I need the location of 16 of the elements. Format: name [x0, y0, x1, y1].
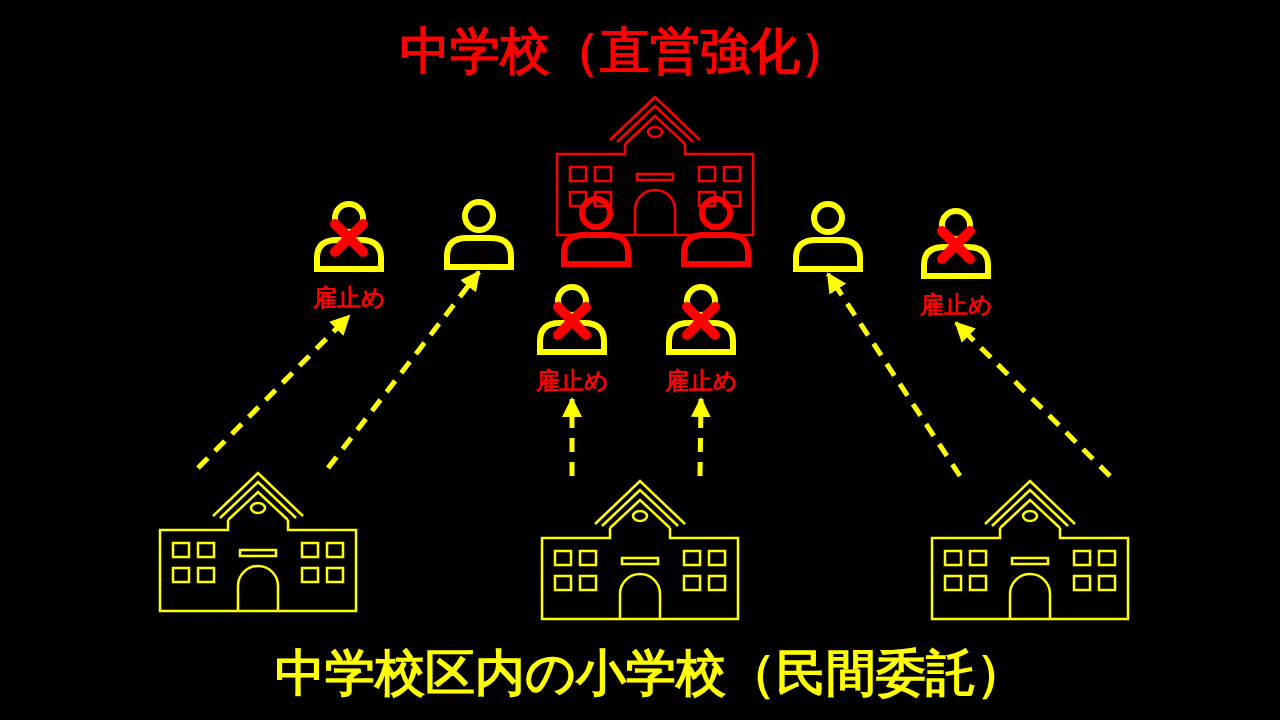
status-label: 雇止め	[918, 290, 994, 321]
title: 中学校（直営強化）	[399, 21, 851, 82]
dashed-arrow	[954, 321, 1112, 478]
person-icon	[443, 198, 515, 270]
dashed-arrow	[562, 397, 582, 476]
caption: 中学校区内の小学校（民間委託）	[273, 643, 1027, 704]
dashed-arrow	[326, 270, 481, 470]
status-label: 雇止め	[534, 366, 610, 397]
status-label: 雇止め	[663, 366, 739, 397]
person-icon	[680, 195, 752, 267]
status-label: 雇止め	[311, 283, 387, 314]
dashed-arrow	[825, 272, 963, 478]
person-icon	[560, 195, 632, 267]
dashed-arrow	[690, 397, 711, 477]
person-icon	[792, 200, 864, 272]
dashed-arrow	[196, 314, 351, 470]
